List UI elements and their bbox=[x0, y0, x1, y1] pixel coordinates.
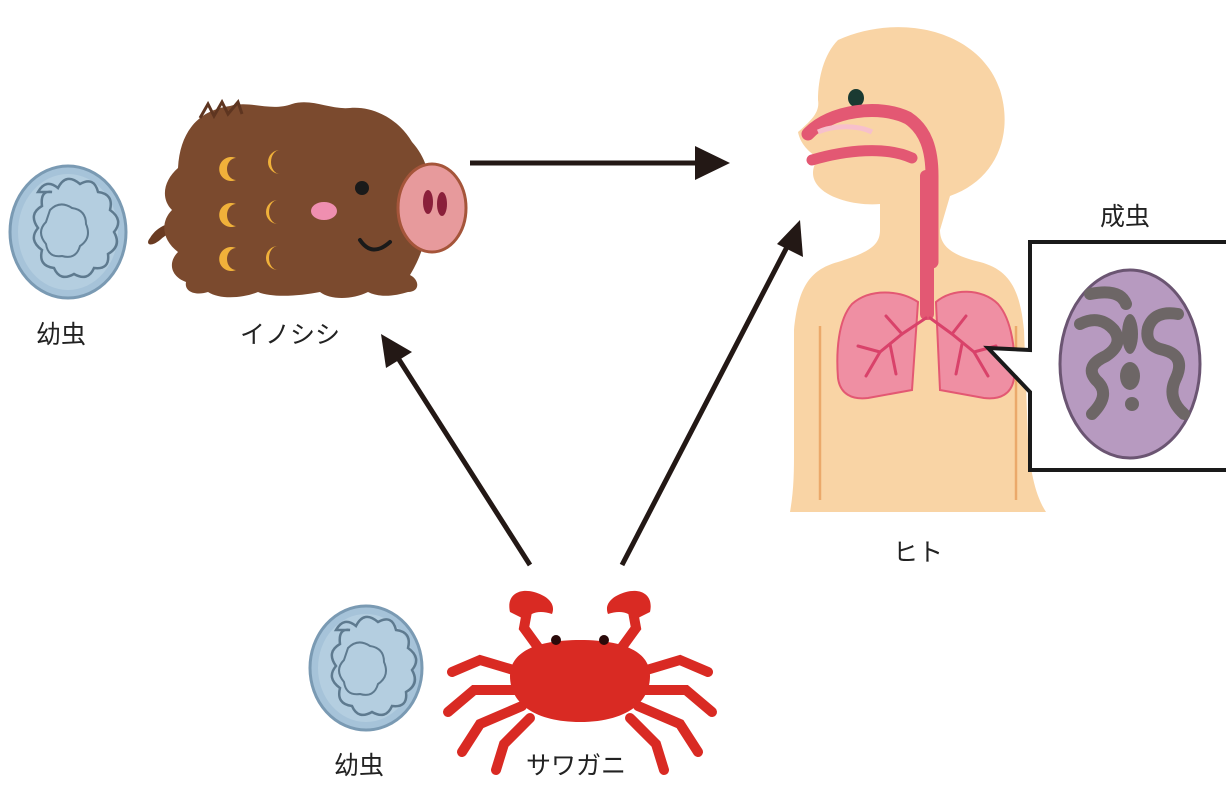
label-crab: サワガニ bbox=[526, 753, 626, 778]
label-larva-top: 幼虫 bbox=[36, 322, 86, 347]
larva-top-icon bbox=[10, 166, 126, 298]
larva-bottom-icon bbox=[310, 606, 422, 730]
label-larva-bottom: 幼虫 bbox=[334, 753, 384, 778]
label-adult: 成虫 bbox=[1100, 204, 1150, 229]
arrow-boar-to-human bbox=[470, 146, 730, 180]
arrow-crab-to-boar bbox=[381, 334, 530, 565]
arrow-crab-to-human bbox=[622, 220, 803, 565]
freshwater-crab-icon bbox=[448, 591, 712, 770]
label-human: ヒト bbox=[893, 540, 943, 565]
human-respiratory-icon bbox=[790, 27, 1046, 512]
wild-boar-icon bbox=[148, 102, 466, 298]
adult-fluke-icon bbox=[1060, 270, 1200, 458]
label-boar: イノシシ bbox=[240, 322, 340, 347]
